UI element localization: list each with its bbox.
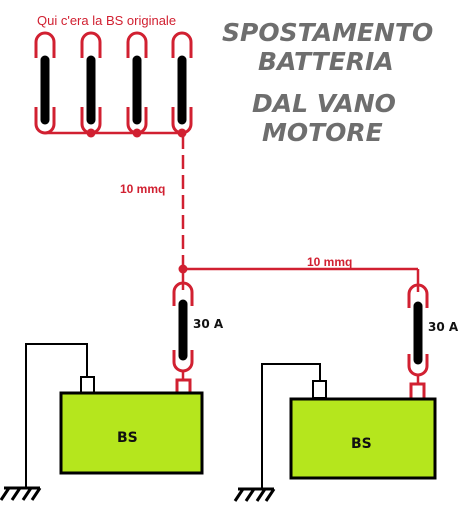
ground-icon — [0, 486, 42, 501]
fuse-icon — [126, 31, 148, 135]
ground-wire-right — [261, 363, 321, 488]
fuse-icon — [34, 31, 56, 135]
title-line-1: SPOSTAMENTO — [222, 18, 434, 47]
positive-terminal-right — [409, 382, 426, 401]
fuse-30a-right — [407, 283, 429, 385]
fuse-left-label: 30 A — [193, 317, 224, 331]
negative-terminal-left — [80, 376, 95, 394]
battery-right-label: BS — [351, 436, 372, 452]
title-line-3: DAL VANO — [252, 89, 396, 118]
battery-right: BS — [261, 363, 437, 488]
battery-icon — [59, 391, 204, 475]
junction-dot-icon — [178, 264, 188, 274]
ground-icon — [233, 487, 276, 502]
fuse-icon — [407, 283, 429, 308]
fuse-block-original — [34, 31, 193, 135]
title-line-4: MOTORE — [262, 118, 383, 147]
fuse-icon — [80, 31, 102, 135]
battery-icon — [289, 397, 437, 480]
junction-dot-icon — [132, 128, 142, 138]
title-line-2: BATTERIA — [258, 47, 394, 76]
battery-left-label: BS — [117, 430, 138, 446]
negative-terminal-right — [312, 380, 327, 399]
fuse-30a-left — [172, 281, 194, 381]
fuse-icon — [171, 31, 193, 135]
cable-horizontal-label: 10 mmq — [307, 255, 352, 269]
junction-dot-icon — [86, 128, 96, 138]
original-location-label: Qui c'era la BS originale — [37, 13, 176, 28]
ground-wire-left — [25, 343, 88, 487]
cable-vertical-label: 10 mmq — [120, 182, 165, 196]
battery-left: BS — [25, 343, 204, 487]
fuse-right-label: 30 A — [428, 320, 459, 334]
fuse-icon — [172, 281, 194, 306]
